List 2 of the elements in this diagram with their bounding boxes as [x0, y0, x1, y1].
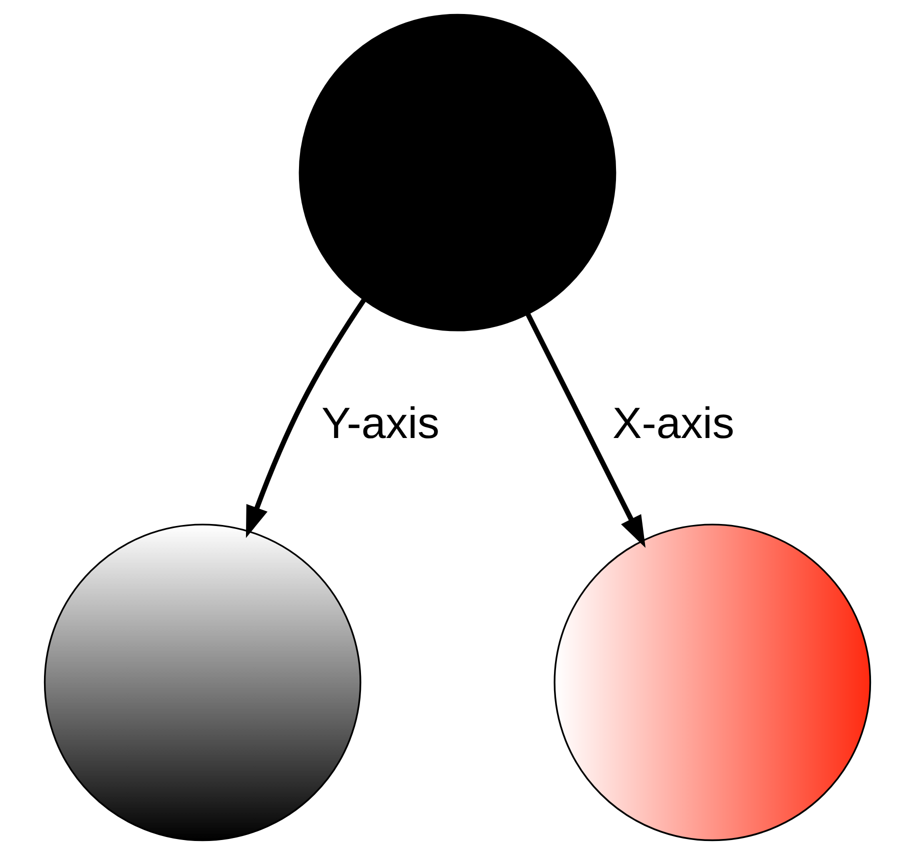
edge-label: Y-axis	[321, 399, 439, 448]
edge-label: X-axis	[612, 399, 734, 448]
